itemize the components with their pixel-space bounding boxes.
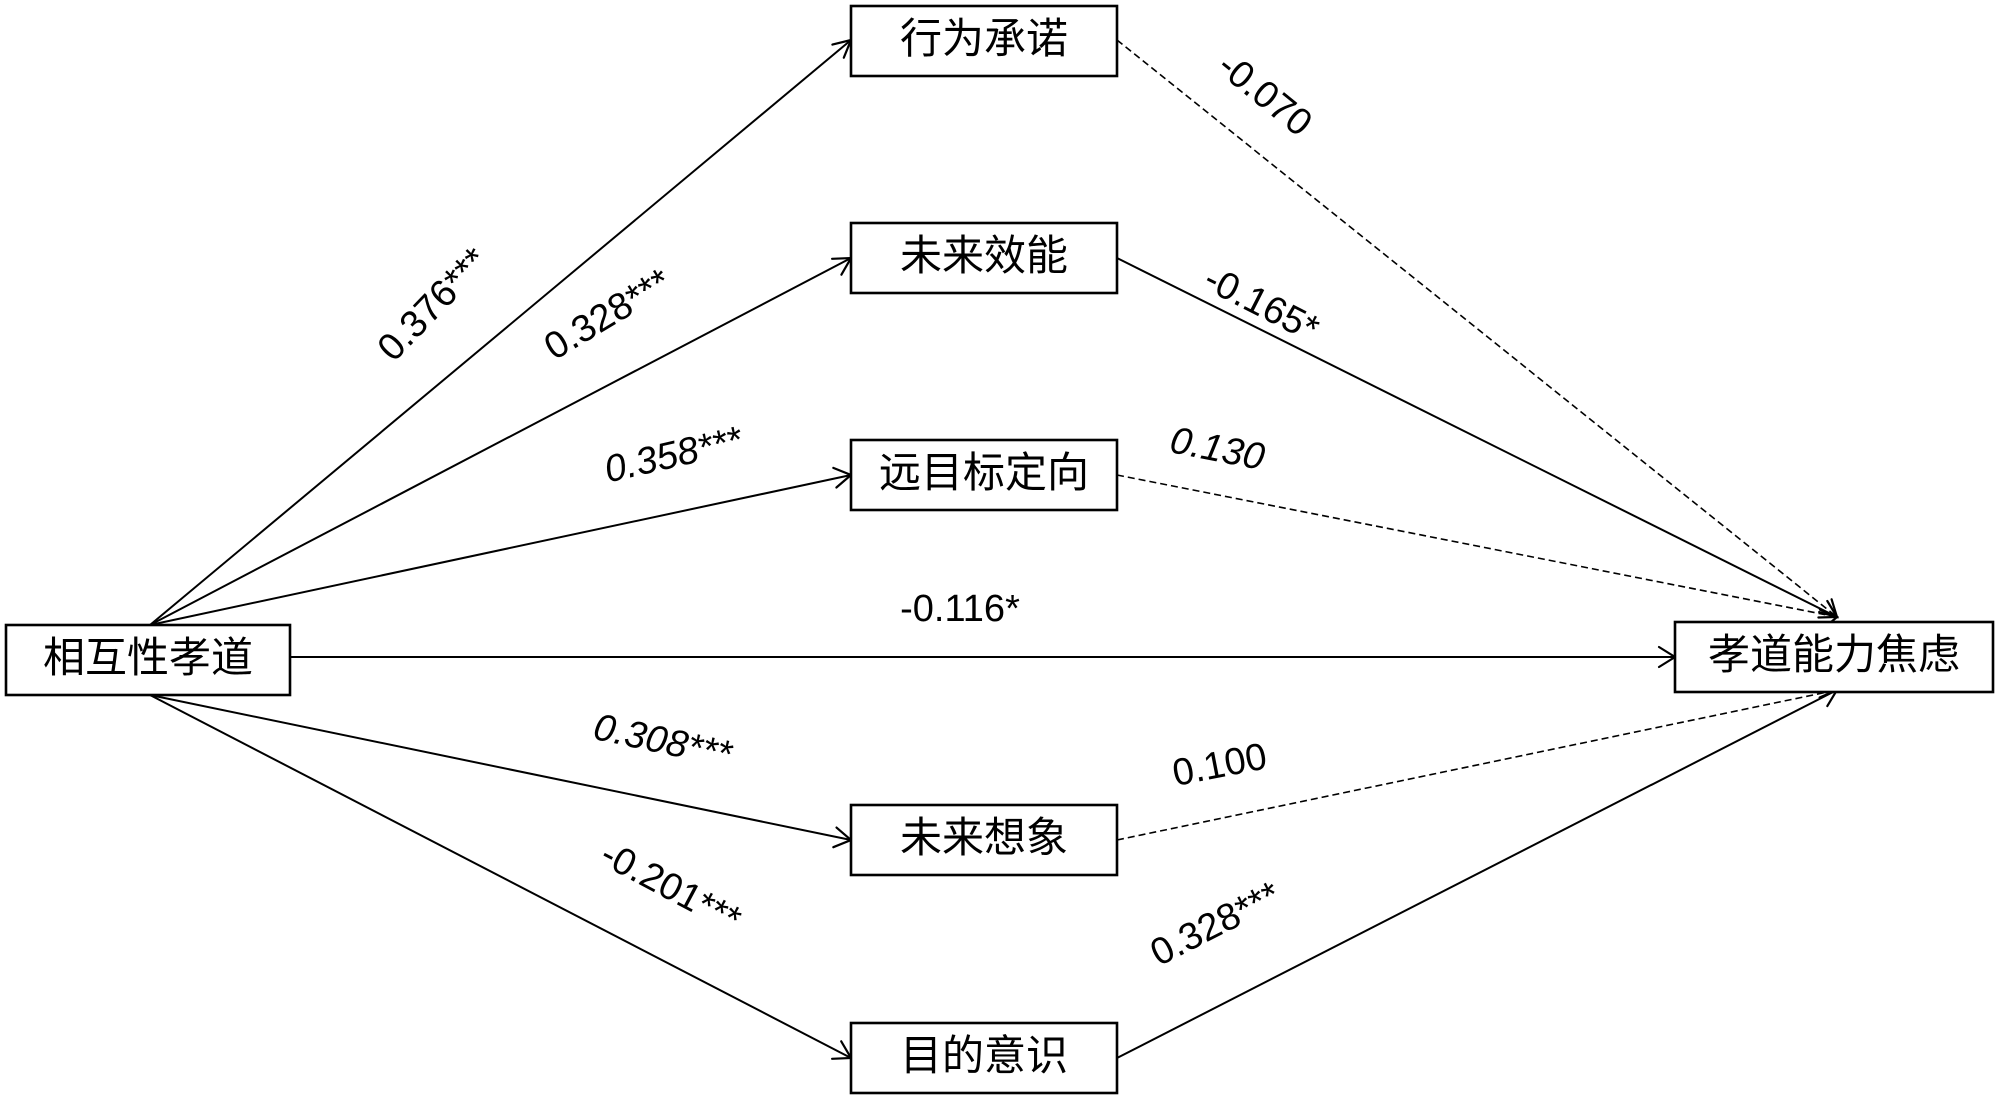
node-y: 孝道能力焦虑 [1673, 620, 1995, 694]
edge-x-m2 [149, 257, 852, 626]
node-m4: 未来想象 [849, 803, 1119, 877]
coef-x-m3: 0.358*** [601, 419, 748, 492]
node-m1: 行为承诺 [849, 4, 1119, 78]
node-m2-label: 未来效能 [900, 232, 1068, 279]
node-m1-label: 行为承诺 [900, 15, 1068, 62]
coefficient-labels: 0.376*** 0.328*** 0.358*** -0.116* 0.308… [370, 44, 1326, 974]
edge-m4-y [1116, 689, 1838, 841]
node-m4-label: 未来想象 [900, 814, 1068, 861]
edge-m3-y [1116, 474, 1838, 618]
edge-x-m1 [149, 39, 852, 626]
node-m5-label: 目的意识 [900, 1032, 1068, 1079]
coef-x-m2: 0.328*** [537, 261, 678, 369]
coef-x-m4: 0.308*** [590, 706, 736, 776]
edges-x-to-mediators [149, 38, 854, 1060]
coef-m4-y: 0.100 [1169, 736, 1270, 795]
edge-m5-y [1116, 689, 1838, 1059]
edges-mediators-to-y [1116, 39, 1840, 1059]
coef-m5-y: 0.328*** [1144, 874, 1288, 975]
coef-m3-y: 0.130 [1167, 420, 1268, 479]
coef-x-m5: -0.201*** [594, 833, 748, 942]
node-m5: 目的意识 [849, 1021, 1119, 1095]
coef-x-m1: 0.376*** [370, 240, 497, 370]
edge-x-m4 [149, 694, 852, 841]
edge-direct-group [290, 645, 1678, 669]
node-x-label: 相互性孝道 [43, 634, 253, 681]
edge-x-m3 [149, 474, 852, 626]
node-m3: 远目标定向 [849, 438, 1119, 512]
edge-m2-y [1116, 257, 1838, 618]
coef-m1-y: -0.070 [1209, 44, 1319, 144]
node-m3-label: 远目标定向 [879, 449, 1089, 496]
coef-x-y: -0.116* [900, 588, 1020, 630]
coef-m2-y: -0.165* [1197, 258, 1325, 351]
edge-x-m5 [149, 694, 852, 1059]
node-m2: 未来效能 [849, 221, 1119, 295]
edge-m1-y [1116, 39, 1838, 618]
node-y-label: 孝道能力焦虑 [1708, 631, 1960, 678]
node-x: 相互性孝道 [4, 623, 292, 697]
